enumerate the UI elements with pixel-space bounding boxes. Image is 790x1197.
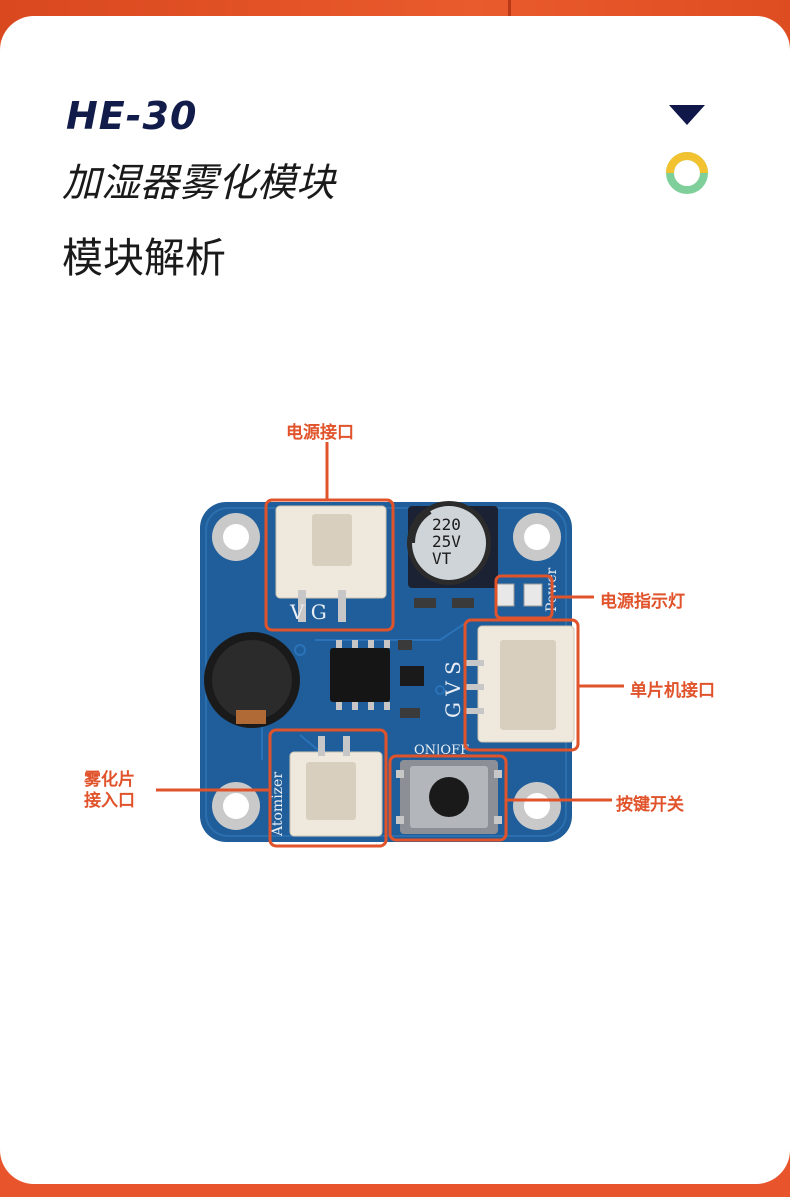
cap-line-1: 220	[432, 515, 461, 534]
mount-hole-tr	[513, 513, 561, 561]
ic-chip	[330, 640, 390, 710]
electrolytic-capacitor	[407, 501, 498, 588]
cap-line-3: VT	[432, 549, 452, 568]
atomizer-connector	[289, 736, 383, 837]
callout-power-port: 电源接口	[286, 423, 354, 443]
product-subtitle: 加湿器雾化模块	[62, 161, 336, 206]
highlight-push-switch	[388, 754, 508, 842]
ring-icon	[666, 152, 708, 194]
power-pins-label: V G	[289, 600, 327, 624]
callout-mcu-port: 单片机接口	[630, 681, 715, 701]
power-connector	[275, 505, 387, 622]
highlight-atomizer-port	[268, 728, 388, 848]
mount-hole-tl	[212, 513, 260, 561]
mcu-pins-label: G V S	[441, 661, 465, 718]
inductor	[204, 632, 300, 728]
content-card: HE-30 加湿器雾化模块 模块解析	[0, 16, 790, 1184]
mcu-connector	[466, 625, 575, 743]
section-title: 模块解析	[62, 234, 226, 282]
cap-line-2: 25V	[432, 532, 461, 551]
model-title: HE-30	[66, 94, 198, 138]
callout-push-switch: 按键开关	[616, 795, 684, 815]
push-switch	[396, 760, 502, 834]
atomizer-silk: Atomizer	[270, 772, 286, 837]
highlight-power-port	[264, 498, 395, 632]
callout-atomizer-port: 雾化片 接入口	[84, 770, 135, 812]
mount-hole-br	[513, 782, 561, 830]
callout-atomizer-line2: 接入口	[84, 791, 135, 811]
callout-atomizer-line1: 雾化片	[84, 770, 135, 790]
triangle-down-icon	[669, 105, 705, 125]
mount-hole-bl	[212, 782, 260, 830]
switch-silk: ON|OFF	[414, 743, 469, 758]
callout-power-led: 电源指示灯	[600, 592, 685, 612]
